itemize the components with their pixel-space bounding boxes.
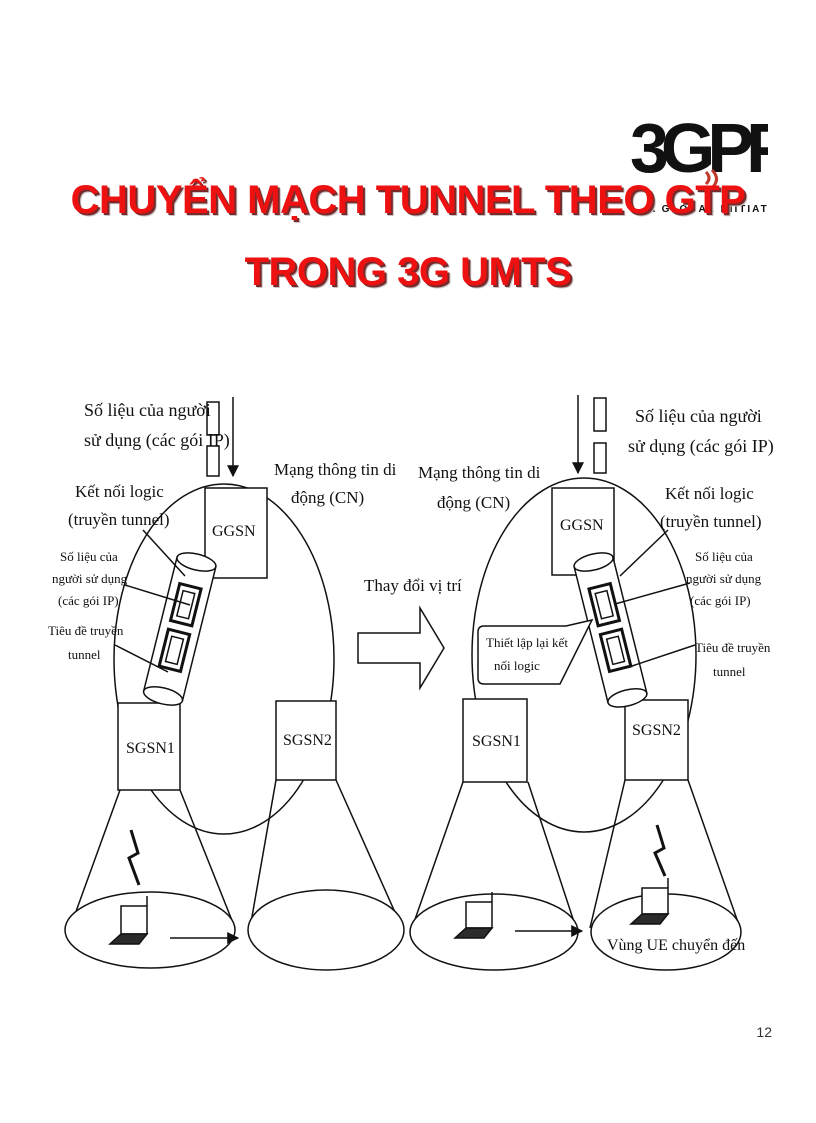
core-network-ellipse-right (471, 477, 697, 833)
transition-arrow (357, 605, 445, 691)
reestablish-callout (477, 618, 594, 685)
coverage-cell-right-1 (409, 893, 579, 971)
sgsn2-box-left (275, 700, 337, 781)
signal-waves-icon (704, 168, 718, 190)
page-number: 12 (756, 1024, 772, 1040)
coverage-cell-left-1 (64, 891, 236, 969)
3gpp-logo: 3GPP A GLOBAL INITIATIVE (630, 109, 768, 215)
ip-packet-icon (206, 401, 220, 436)
sgsn2-label-right: SGSN2 (632, 722, 681, 739)
core-network-ellipse-left (113, 483, 335, 835)
svg-text:Kết nối logic(truyền tunnel): Kết nối logic(truyền tunnel) (68, 482, 170, 529)
logo-tagline: A GLOBAL INITIATIVE (648, 204, 768, 215)
right-network-label: Mạng thông tin di (418, 463, 541, 482)
left-network-label: Mạng thông tin di (274, 460, 397, 479)
sgsn1-box-left (117, 702, 181, 791)
sgsn2-box-right (624, 699, 689, 781)
sgsn1-label-left: SGSN1 (126, 740, 175, 757)
radio-link-icon-left (127, 829, 141, 886)
sgsn1-box-right (462, 698, 528, 783)
ggsn-label-right: GGSN (560, 517, 604, 534)
right-user-data-small-label: Số liệu của (695, 549, 753, 564)
tunnel-cylinder-left (142, 556, 217, 702)
sgsn1-label-right: SGSN1 (472, 733, 521, 750)
ue-terminal-right-1 (465, 901, 493, 929)
right-tunnel-header-label: Tiêu đề truyền (695, 640, 771, 655)
ggsn-label-left: GGSN (212, 523, 256, 540)
left-logic-conn-label: Kết nối logic (75, 482, 164, 501)
left-tunnel-header-label: Tiêu đề truyền (48, 623, 124, 638)
sgsn2-label-left: SGSN2 (283, 732, 332, 749)
ue-terminal-right-2 (641, 887, 669, 915)
slide-title-line-1: CHUYỂN MẠCH TUNNEL THEO GTP (70, 178, 746, 222)
right-logic-conn-label: Kết nối logic (665, 484, 754, 503)
ue-destination-label: Vùng UE chuyển đến (607, 937, 745, 954)
slide-title-line-2: TRONG 3G UMTS (244, 250, 572, 294)
logo-text: 3GPP (630, 109, 768, 187)
reestablish-label: Thiết lập lại kết (486, 635, 568, 650)
left-user-data-label: Số liệu của người (84, 400, 211, 420)
change-position-label: Thay đổi vị trí (364, 576, 462, 595)
svg-text:Kết nối logic(truyền tunnel): Kết nối logic(truyền tunnel) (660, 484, 762, 531)
ue-terminal-left (120, 905, 148, 935)
coverage-cell-left-2 (247, 889, 405, 971)
right-user-data-label: Số liệu của người (635, 406, 762, 426)
radio-link-icon-right (653, 824, 667, 877)
left-user-data-small-label: Số liệu của (60, 549, 118, 564)
